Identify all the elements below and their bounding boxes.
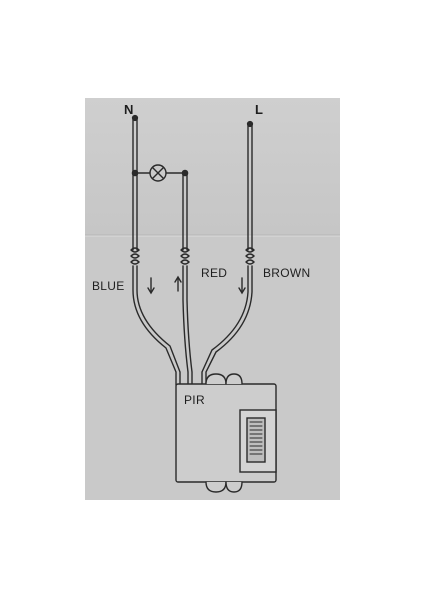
splice-coil-blue bbox=[130, 247, 140, 265]
live-terminal bbox=[246, 120, 254, 128]
junction-dot bbox=[181, 169, 189, 177]
brown-wire-label: BROWN bbox=[263, 266, 311, 280]
junction-dot bbox=[131, 169, 139, 177]
blue-wire-label: BLUE bbox=[92, 279, 125, 293]
neutral-label: N bbox=[124, 102, 134, 117]
sheet-fold bbox=[85, 234, 340, 237]
splice-coil-red bbox=[180, 247, 190, 265]
brown-lead bbox=[201, 265, 253, 386]
arrow-up-icon bbox=[174, 275, 182, 292]
lamp-wire bbox=[134, 172, 188, 251]
arrow-down-icon bbox=[147, 277, 155, 295]
blue-lead bbox=[132, 265, 181, 386]
red-lead bbox=[182, 265, 193, 386]
neutral-terminal bbox=[131, 114, 139, 122]
live-wire bbox=[247, 123, 253, 251]
pir-label: PIR bbox=[184, 393, 205, 407]
line-label: L bbox=[255, 102, 264, 117]
splice-coil-brown bbox=[245, 247, 255, 265]
pir-sensor-body bbox=[175, 373, 277, 493]
lamp-icon bbox=[149, 164, 167, 182]
neutral-wire bbox=[132, 117, 138, 251]
red-wire-label: RED bbox=[201, 266, 228, 280]
sheet-upper-panel bbox=[85, 98, 340, 235]
arrow-down-icon bbox=[238, 277, 246, 295]
